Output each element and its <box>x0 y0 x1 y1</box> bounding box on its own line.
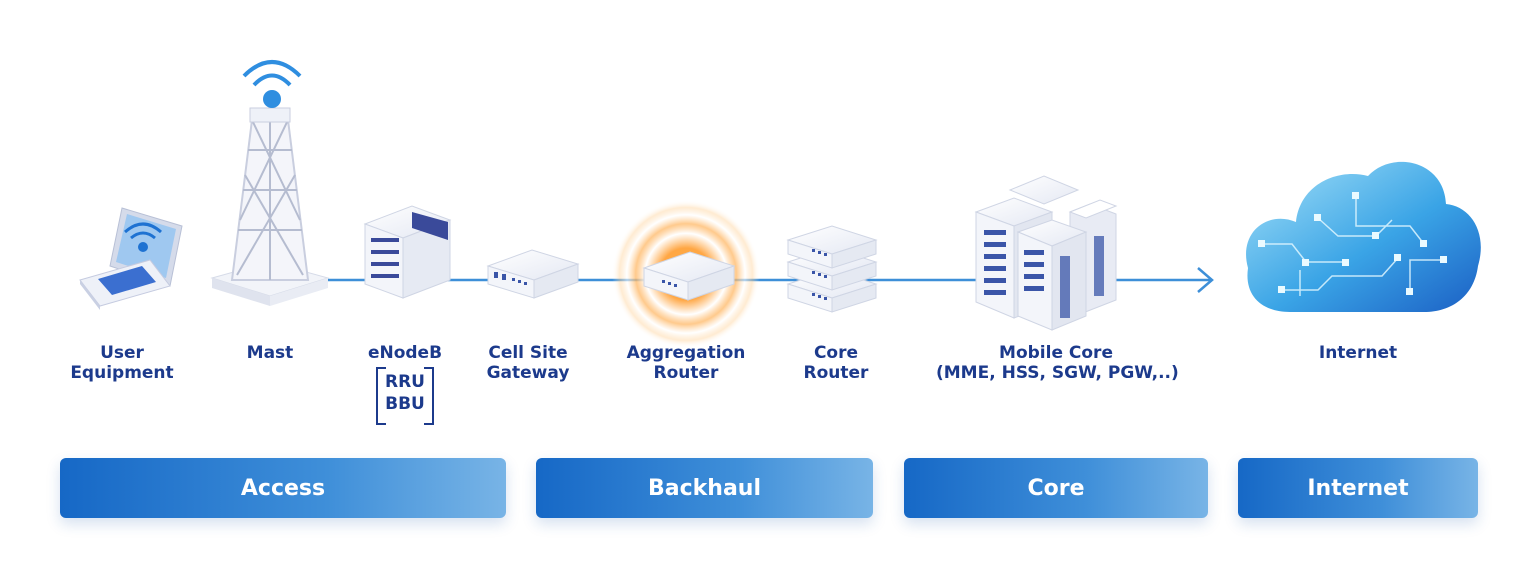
core-router-icon <box>786 225 878 313</box>
label-enodeb: eNodeB <box>355 343 455 363</box>
label-user-equipment-line2: Equipment <box>70 363 174 383</box>
enodeb-server-icon <box>363 205 452 299</box>
label-mast-line1: Mast <box>246 343 294 363</box>
laptop-wifi-icon <box>79 207 183 310</box>
label-aggregation-router-line2: Router <box>653 363 719 383</box>
mobile-core-server-icon <box>974 175 1118 331</box>
label-mast: Mast <box>230 343 310 363</box>
label-aggregation-router-line1: Aggregation <box>626 343 746 363</box>
mast-tower-icon <box>210 60 330 306</box>
label-core-router-line2: Router <box>803 363 869 383</box>
label-cell-site-gateway-line1: Cell Site <box>488 343 568 363</box>
label-enodeb-line1: eNodeB <box>367 343 443 363</box>
label-cell-site-gateway-line2: Gateway <box>486 363 570 383</box>
label-cell-site-gateway: Cell Site Gateway <box>472 343 584 383</box>
enodeb-bbu: BBU <box>385 394 425 414</box>
label-internet-node-line1: Internet <box>1318 343 1398 363</box>
segment-backhaul: Backhaul <box>536 458 873 518</box>
label-mobile-core-line1: Mobile Core <box>999 343 1113 363</box>
label-aggregation-router: Aggregation Router <box>616 343 756 383</box>
segment-access: Access <box>60 458 506 518</box>
enodeb-rru: RRU <box>385 372 425 392</box>
label-user-equipment: User Equipment <box>70 343 174 383</box>
label-core-router-line1: Core <box>813 343 859 363</box>
segment-internet: Internet <box>1238 458 1478 518</box>
label-user-equipment-line1: User <box>100 343 144 363</box>
label-core-router: Core Router <box>790 343 882 383</box>
label-mobile-core-line2: (MME, HSS, SGW, PGW,..) <box>936 363 1179 383</box>
cell-site-gateway-icon <box>486 249 580 299</box>
aggregation-router-icon <box>612 200 760 348</box>
enodeb-components-bracket: RRU BBU <box>376 367 434 425</box>
label-internet-node: Internet <box>1300 343 1416 363</box>
segment-core: Core <box>904 458 1208 518</box>
internet-cloud-icon <box>1246 161 1481 312</box>
label-mobile-core: Mobile Core (MME, HSS, SGW, PGW,..) <box>936 343 1179 383</box>
